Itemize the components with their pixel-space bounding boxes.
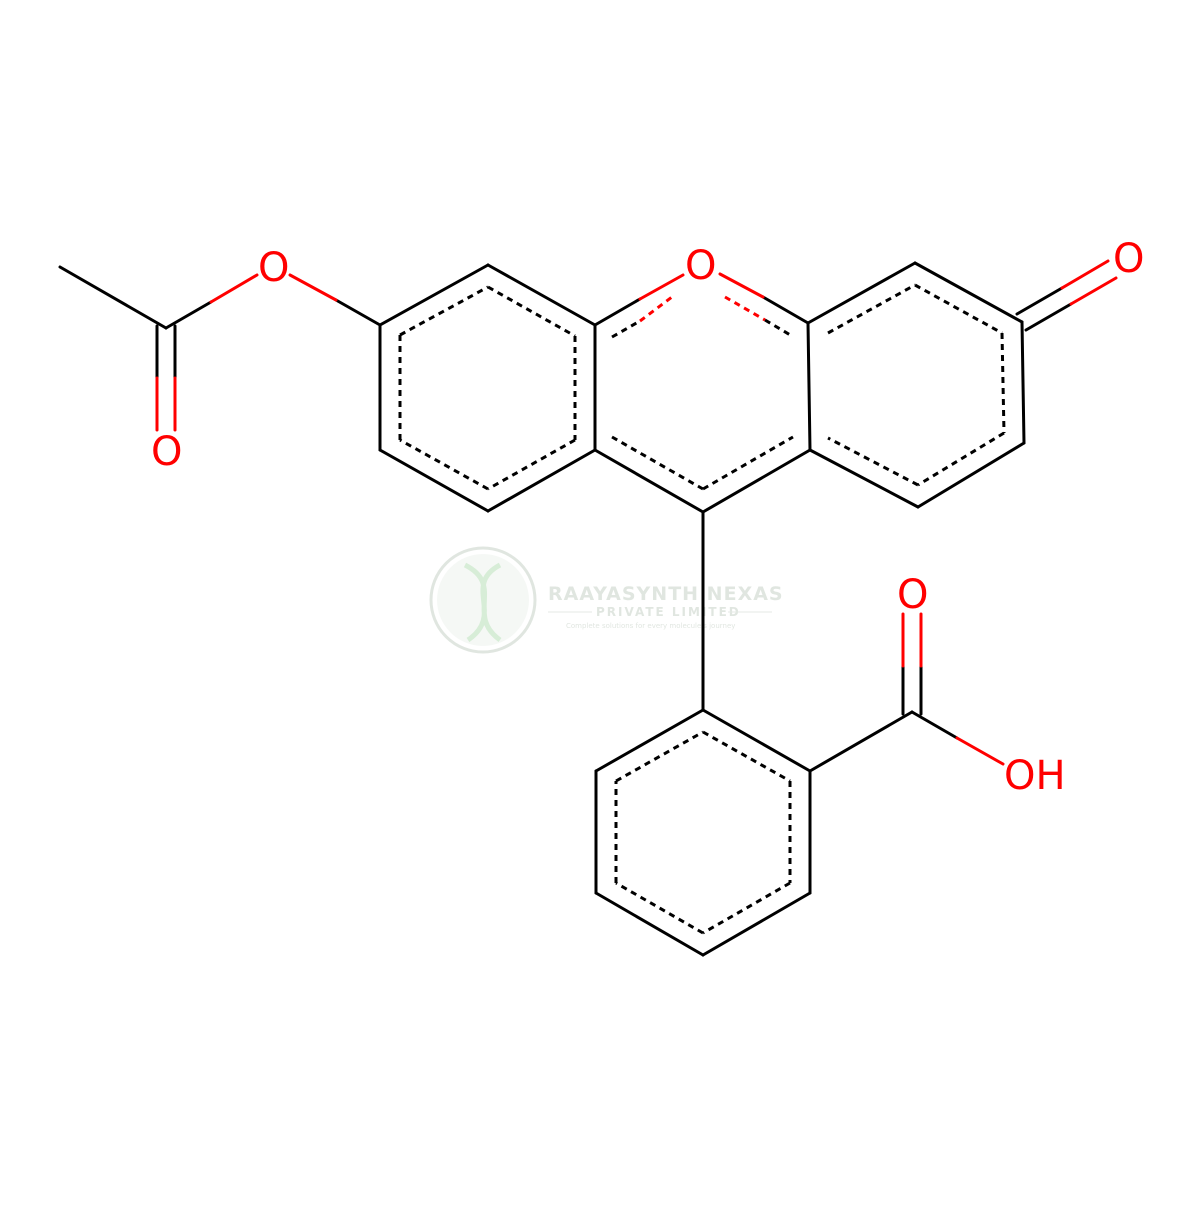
carbonyl-oxygen-label: O [151,429,182,475]
bond-ketone-black-b [1024,302,1073,332]
watermark-subtitle: PRIVATE LIMITED [596,605,741,619]
bond-ketone-red-b [1069,276,1118,306]
acid-hydroxyl-label: OH [1004,753,1066,799]
watermark-tagline: Complete solutions for every molecule's … [566,622,735,630]
ester-oxygen-label: O [258,245,289,291]
bond-aryl-o-red [288,273,338,302]
acid-carbonyl-oxygen-label: O [897,572,928,618]
bond-ring1-b [486,263,597,327]
oxygen-bonds [155,259,1118,766]
atom-labels: O O O O O OH [151,236,1144,799]
aromatic-bonds [398,283,1006,935]
bond-ring4-c [701,891,812,957]
bond-ring4-a [701,708,812,773]
bond-methyl [58,265,168,330]
bond-ring4-d [594,891,705,957]
watermark-dna-icon [463,562,502,643]
arom-ring2-top-right [764,318,793,338]
watermark-logo-ring [429,546,537,654]
arom-ring3-d [917,431,1005,487]
arom-ring3-b [914,283,1003,335]
arom-ring1-a [399,285,489,337]
arom-ring4-a [702,730,791,783]
bond-acetyl-c-o-black [164,300,213,330]
bond-ring2-right [806,321,812,452]
bonds [58,261,1073,957]
arom-ring2-left [611,435,704,491]
bond-ring2-o-left-red [638,273,685,301]
bond-ring2-o-right-black [761,295,810,325]
arom-ring4-c [702,881,791,935]
arom-ring4-d [615,881,704,935]
bond-ring3-e [808,448,920,509]
watermark-company: RAAYASYNTH NEXAS [548,583,784,605]
arom-ring2-o-left [639,295,673,323]
arom-ring1-b [487,285,576,338]
bond-ring2-o-left-black [593,297,642,327]
ring-oxygen-label: O [685,243,716,289]
bond-ring2-c9-left [593,448,705,514]
bond-ring1-d [486,448,597,513]
arom-ring2-right [702,435,794,491]
bond-ring3-c [1020,320,1026,445]
bond-acid-c [808,710,914,773]
bond-ring1-e [378,448,490,513]
bond-ring3-d [916,441,1026,509]
bond-aryl-o-black [334,298,382,327]
bond-ketone-black-a [1015,286,1064,316]
watermark: RAAYASYNTH NEXAS PRIVATE LIMITED Complet… [429,546,784,654]
bond-acetyl-c-o-red [209,273,259,304]
arom-ring3-e [827,436,919,487]
arom-ring2-top-left [611,319,641,339]
bond-ring3-b [913,261,1024,324]
bond-ring2-c9-right [701,448,812,514]
arom-ring3-c [1000,332,1006,434]
bond-acid-oh-red [955,736,1005,766]
arom-ring3-a [827,283,916,335]
bond-ring1-a [378,263,490,327]
ketone-oxygen-label: O [1113,236,1144,282]
bond-ring4-f [594,708,705,773]
bond-ring3-a [806,261,917,325]
bond-ring2-o-right-red [718,272,765,299]
arom-ring1-e [399,438,489,491]
arom-ring2-o-right [724,295,766,322]
bond-acid-oh-black [910,710,959,740]
aromatic-oxygen-bonds [639,295,766,323]
arom-ring1-d [487,438,576,491]
bond-ketone-red-a [1060,259,1110,290]
arom-ring4-f [615,730,704,783]
